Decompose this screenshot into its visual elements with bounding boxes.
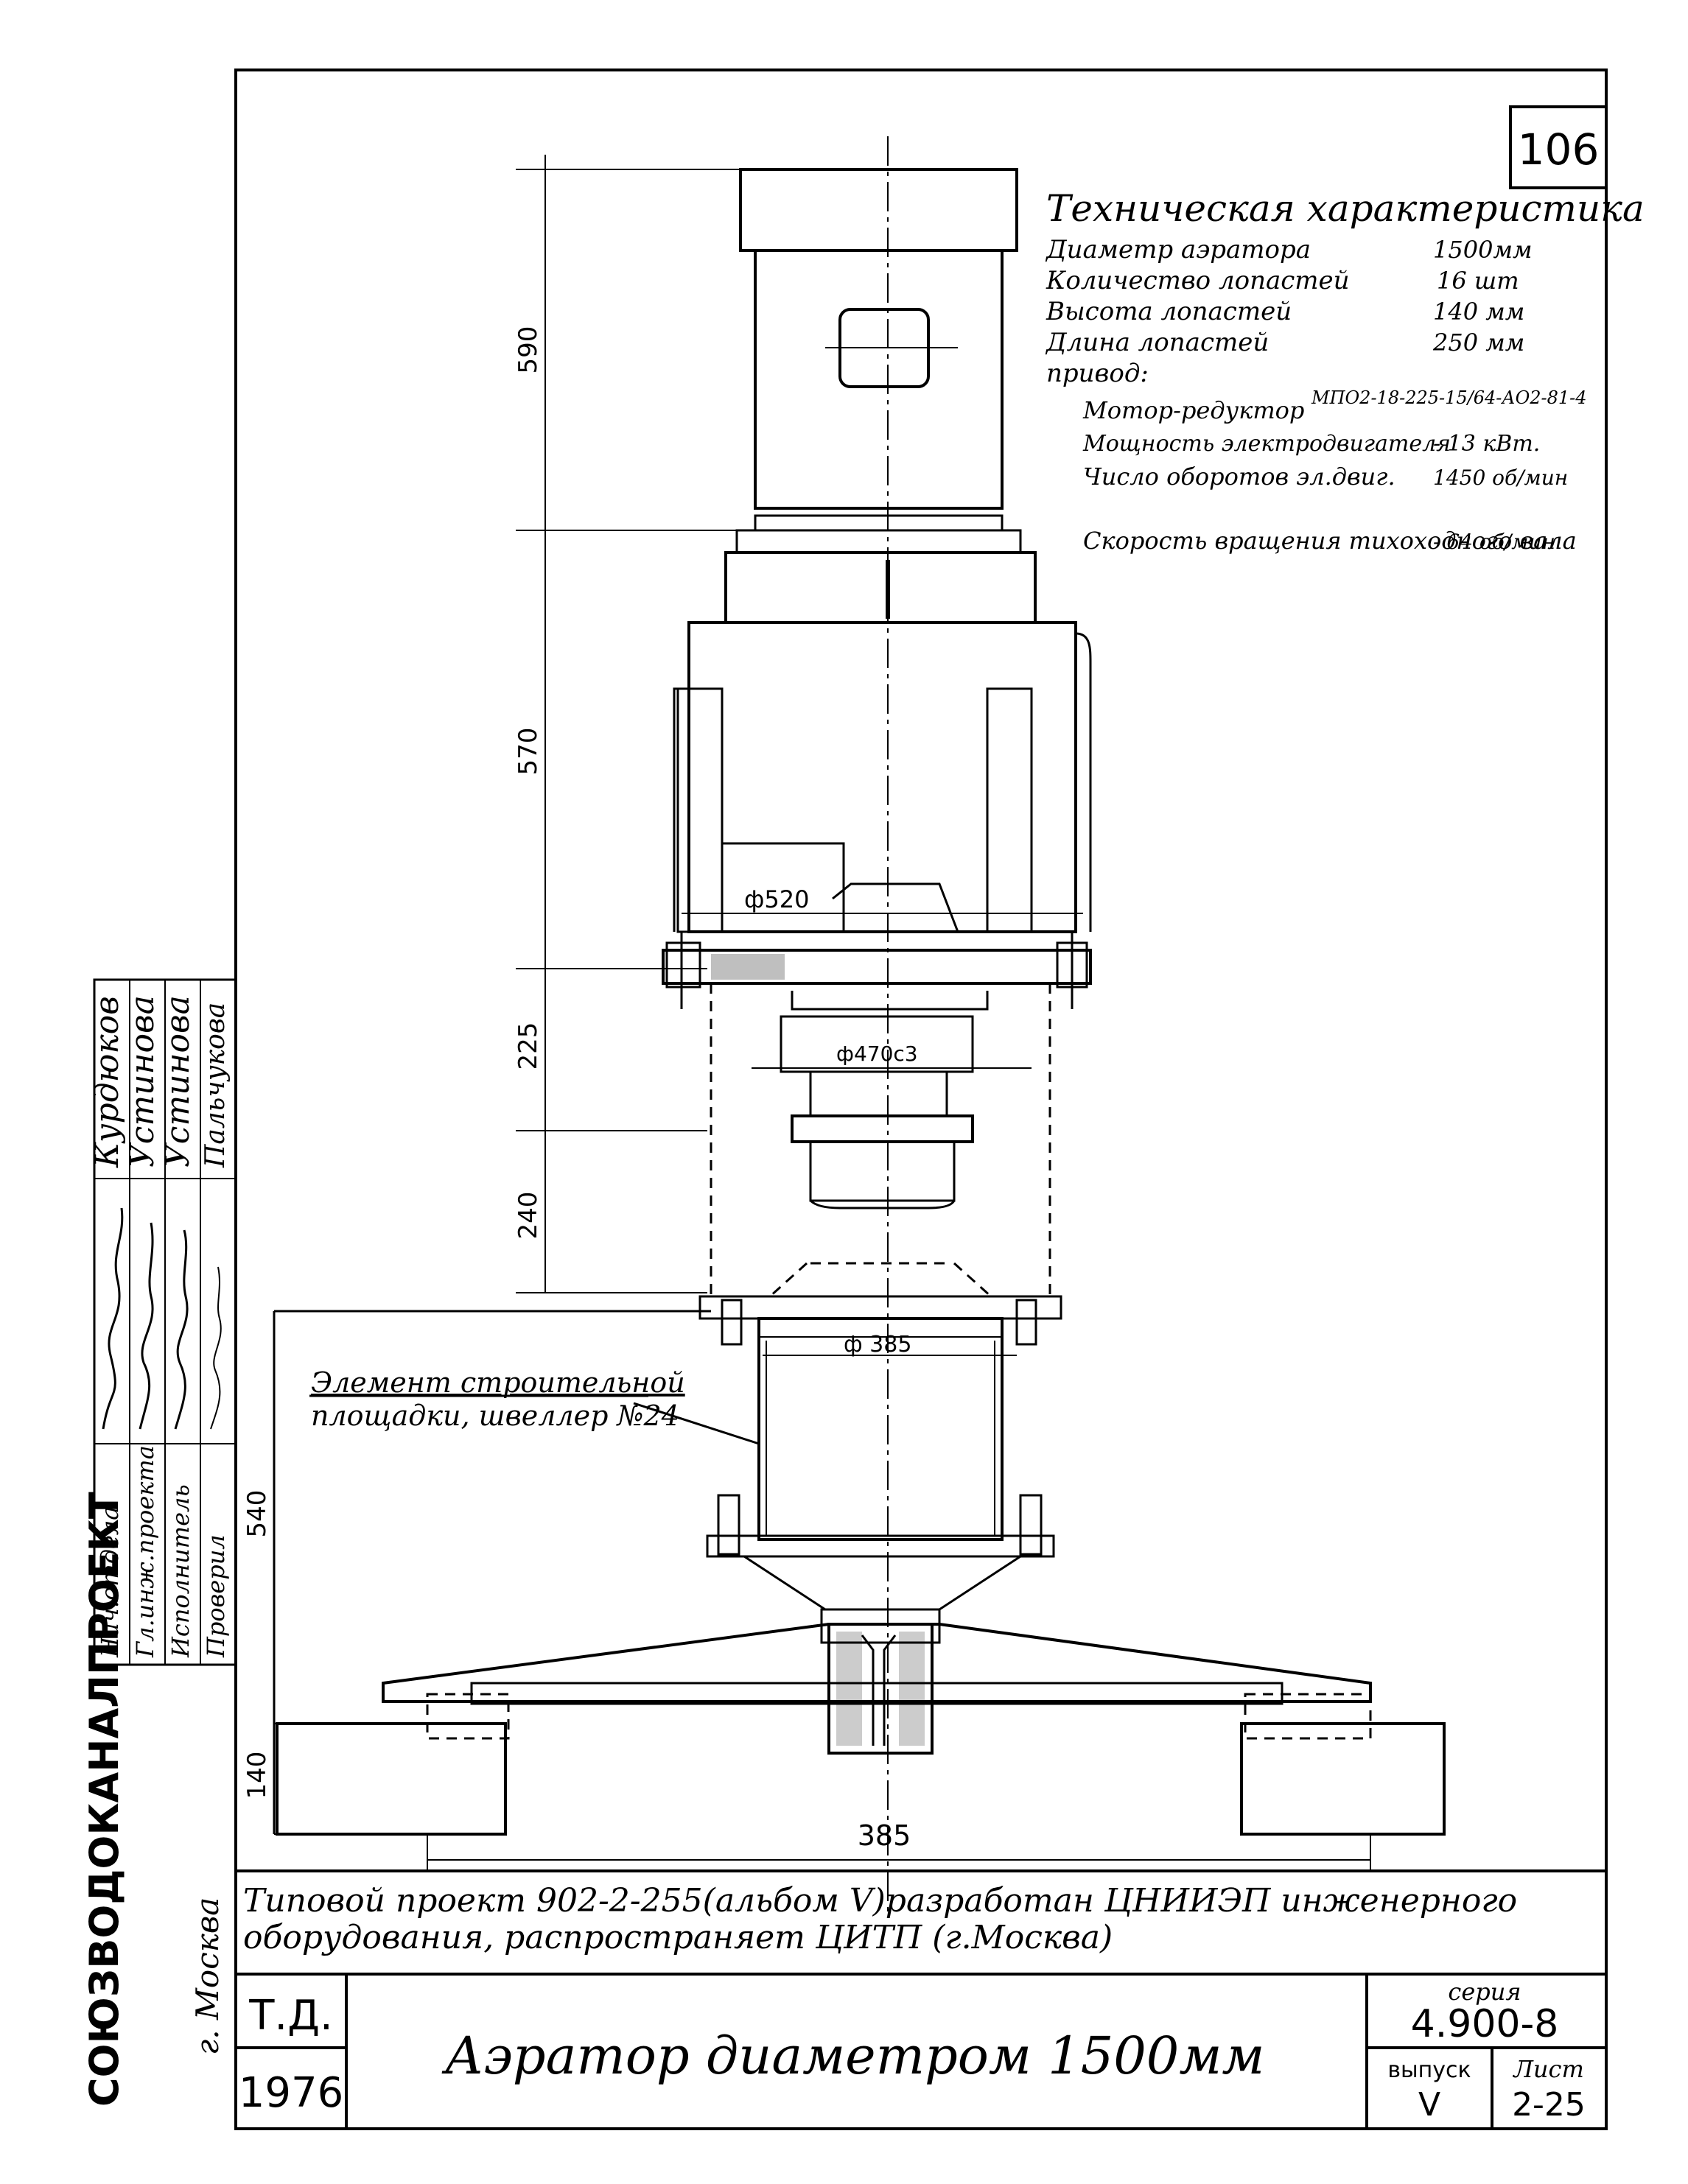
issue-value: V	[1418, 2086, 1440, 2124]
drive-label-1: Мотор-редуктор	[1082, 396, 1304, 424]
drive-label: привод:	[1046, 359, 1149, 388]
td-label: Т.Д.	[248, 1992, 333, 2040]
blade-left	[276, 1722, 507, 1836]
phi-470-label: ф470с3	[836, 1042, 918, 1066]
sheet-label: Лист	[1512, 2055, 1584, 2083]
drive-label-2: Мощность электродвигателя	[1082, 431, 1451, 457]
note-line-1: Типовой проект 902-2-255(альбом V)разраб…	[243, 1882, 1517, 1920]
phi-385-label: ф 385	[844, 1332, 911, 1358]
organization-name: СОЮЗВОДОКАНАЛПРОЕКТ	[81, 1492, 127, 2107]
name-4: Пальчукова	[200, 1003, 231, 1168]
issue-label: выпуск	[1387, 2057, 1471, 2083]
drive-value-2: - 13 кВт.	[1433, 431, 1540, 457]
sheet-number: 106	[1518, 124, 1600, 175]
spec-label-1: Диаметр аэратора	[1045, 235, 1311, 264]
tech-title: Техническая характеристика	[1046, 187, 1645, 230]
spec-value-4: 250 мм	[1432, 329, 1524, 357]
vertical-dimensions: 590 570 225 240 540 140	[242, 155, 781, 1835]
name-1: Курдюков	[88, 996, 126, 1168]
dim-590: 590	[514, 326, 543, 374]
dim-140: 140	[242, 1752, 272, 1799]
role-3: Исполнитель	[167, 1484, 195, 1658]
callout-line-2: площадки, швеллер №24	[311, 1400, 679, 1432]
spec-label-2: Количество лопастей	[1046, 266, 1350, 295]
name-2: Устинова	[124, 995, 161, 1168]
series-label: серия	[1448, 1978, 1521, 2006]
motor-reducer	[724, 168, 1037, 624]
signature-strip: Нач.отдела Гл.инж.проекта Исполнитель Пр…	[88, 978, 237, 1666]
role-1: Нач.отдела	[96, 1506, 124, 1658]
blade-right	[1240, 1722, 1446, 1836]
impeller	[273, 1310, 1446, 1836]
spec-value-1: 1500мм	[1433, 236, 1533, 264]
platform-callout: Элемент строительной площадки, швеллер №…	[309, 1366, 760, 1445]
signature-mark-1	[102, 1207, 124, 1430]
signature-mark-2	[139, 1222, 154, 1430]
city-label: г. Москва	[189, 1897, 225, 2055]
year-label: 1976	[239, 2069, 344, 2117]
name-3: Устинова	[159, 995, 197, 1168]
drive-value-1: МПО2-18-225-15/64-АО2-81-4	[1311, 387, 1587, 408]
sheet-number-box	[1509, 105, 1608, 189]
spec-value-3: 140 мм	[1433, 298, 1524, 326]
drive-label-3: Число оборотов эл.двиг.	[1083, 463, 1395, 491]
bottom-dimension: 385	[427, 1819, 1371, 1871]
dim-225: 225	[514, 1022, 543, 1070]
drive-value-3: 1450 об/мин	[1433, 466, 1568, 490]
dim-540: 540	[242, 1490, 272, 1538]
sheet-frame	[234, 69, 1608, 2130]
role-2: Гл.инж.проекта	[131, 1445, 159, 1658]
spec-label-3: Высота лопастей	[1046, 297, 1292, 326]
dim-240: 240	[514, 1192, 543, 1240]
series-value: 4.900-8	[1411, 2002, 1559, 2046]
gear-housing: ф520	[662, 621, 1092, 1009]
lower-shaft: ф 385	[706, 1299, 1055, 1644]
spec-value-2: 16 шт	[1437, 267, 1519, 295]
drive-label-4: Скорость вращения тихоходного вала	[1083, 527, 1577, 555]
spec-label-4: Длина лопастей	[1045, 328, 1269, 357]
note-line-2: оборудования, распространяет ЦИТП (г.Мос…	[243, 1919, 1113, 1956]
callout-line-1: Элемент строительной	[311, 1366, 685, 1399]
drive-value-4: - 64 об/мин	[1433, 530, 1555, 554]
dim-570: 570	[514, 728, 543, 776]
dim-bottom-385: 385	[858, 1819, 911, 1852]
role-4: Проверил	[202, 1534, 230, 1658]
signature-mark-4	[210, 1266, 222, 1430]
signature-mark-3	[174, 1229, 189, 1430]
title-block: Т.Д. 1976 Аэратор диаметром 1500мм серия…	[236, 1973, 1606, 2129]
technical-specs: Техническая характеристика Диаметр аэрат…	[1045, 187, 1645, 555]
drawing-title: Аэратор диаметром 1500мм	[441, 2026, 1265, 2086]
sheet-value: 2-25	[1512, 2086, 1586, 2124]
coupling-section: ф470с3	[698, 983, 1062, 1320]
phi-520-label: ф520	[744, 885, 809, 913]
